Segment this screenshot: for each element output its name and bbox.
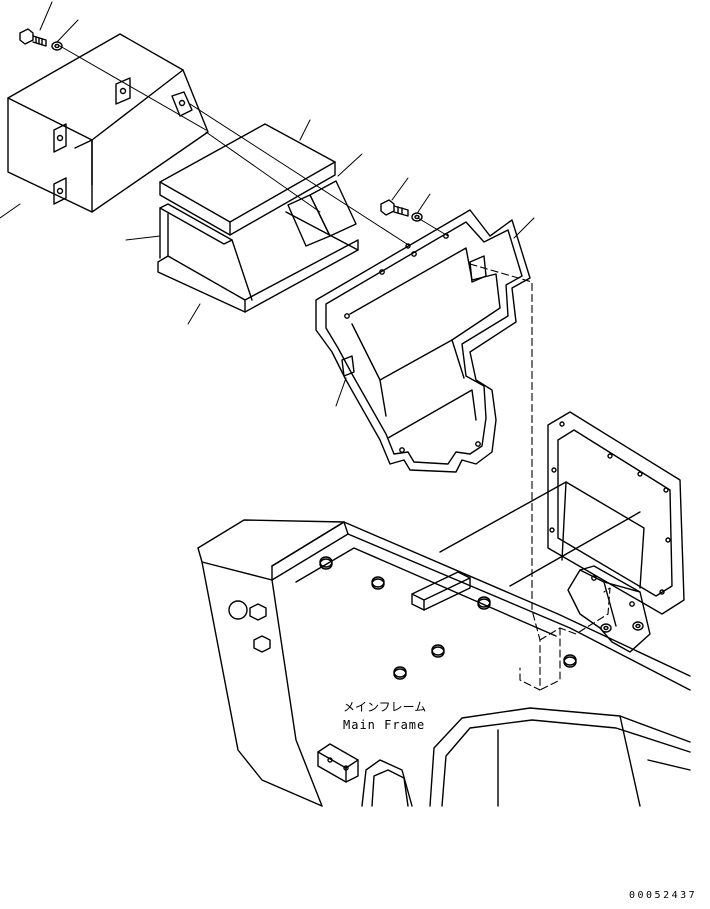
leader-lines — [0, 1, 535, 407]
seal-frame — [157, 203, 359, 313]
bolt-center — [380, 199, 409, 217]
transmission-flange — [547, 411, 685, 615]
clip-small — [341, 355, 355, 377]
seal-middle — [287, 180, 357, 247]
gasket-cover — [315, 209, 531, 473]
transmission-housing — [439, 481, 645, 589]
drawing-code: 00052437 — [629, 890, 697, 901]
main-frame-label-jp: メインフレーム — [343, 700, 426, 714]
main-frame — [197, 519, 691, 807]
mount-bracket — [567, 565, 651, 653]
bolt-top-left — [19, 28, 47, 47]
washer-center — [411, 212, 423, 222]
alignment-dashes — [469, 263, 611, 691]
pad-upper — [159, 123, 336, 236]
main-frame-label-en: Main Frame — [343, 718, 425, 732]
cover-box — [7, 33, 209, 213]
